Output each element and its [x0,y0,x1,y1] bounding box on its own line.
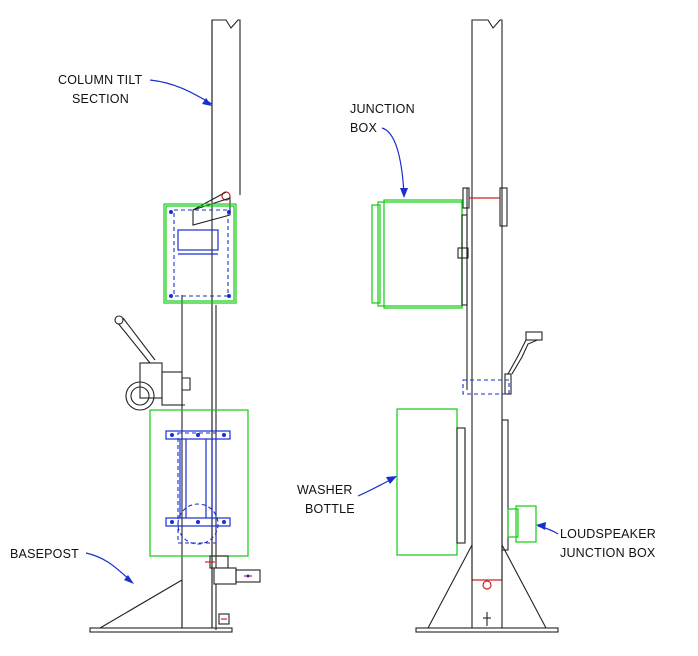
column-tilt-section-right [466,19,503,580]
washer-bottle-label-line1: WASHER [297,483,353,497]
base-bracket-left [205,555,261,585]
upper-bracket-left [163,203,237,304]
winch-handle-right [462,331,543,395]
column-tilt-section-left [192,19,241,628]
label-column-tilt-section: COLUMN TILT SECTION [58,73,213,106]
basepost-right [415,544,559,633]
junction-box-label-line2: BOX [350,121,377,135]
junction-box-label-line1: JUNCTION [350,102,415,116]
hinge-bracket-right [462,187,508,227]
right-view: JUNCTION BOX WASHER BOTTLE LOUDSPEAKER J… [297,19,656,633]
winch-assembly-left [114,315,191,411]
loudspeaker-label-line1: LOUDSPEAKER [560,527,656,541]
lower-bracket-left [149,409,249,557]
label-junction-box: JUNCTION BOX [350,102,415,198]
column-tilt-label-line2: SECTION [72,92,129,106]
basepost-label: BASEPOST [10,547,79,561]
label-loudspeaker-junction-box: LOUDSPEAKER JUNCTION BOX [536,522,656,560]
left-view: COLUMN TILT SECTION BASEPOST [10,19,261,633]
washer-bottle-right [396,408,466,556]
loudspeaker-label-line2: JUNCTION BOX [560,546,656,560]
washer-bottle-label-line2: BOTTLE [305,502,355,516]
loudspeaker-junction-box-right [501,419,537,551]
label-washer-bottle: WASHER BOTTLE [297,476,397,516]
basepost-column-left [89,295,233,633]
junction-box-right [371,199,469,309]
column-tilt-label-line1: COLUMN TILT [58,73,143,87]
label-basepost: BASEPOST [10,547,134,584]
